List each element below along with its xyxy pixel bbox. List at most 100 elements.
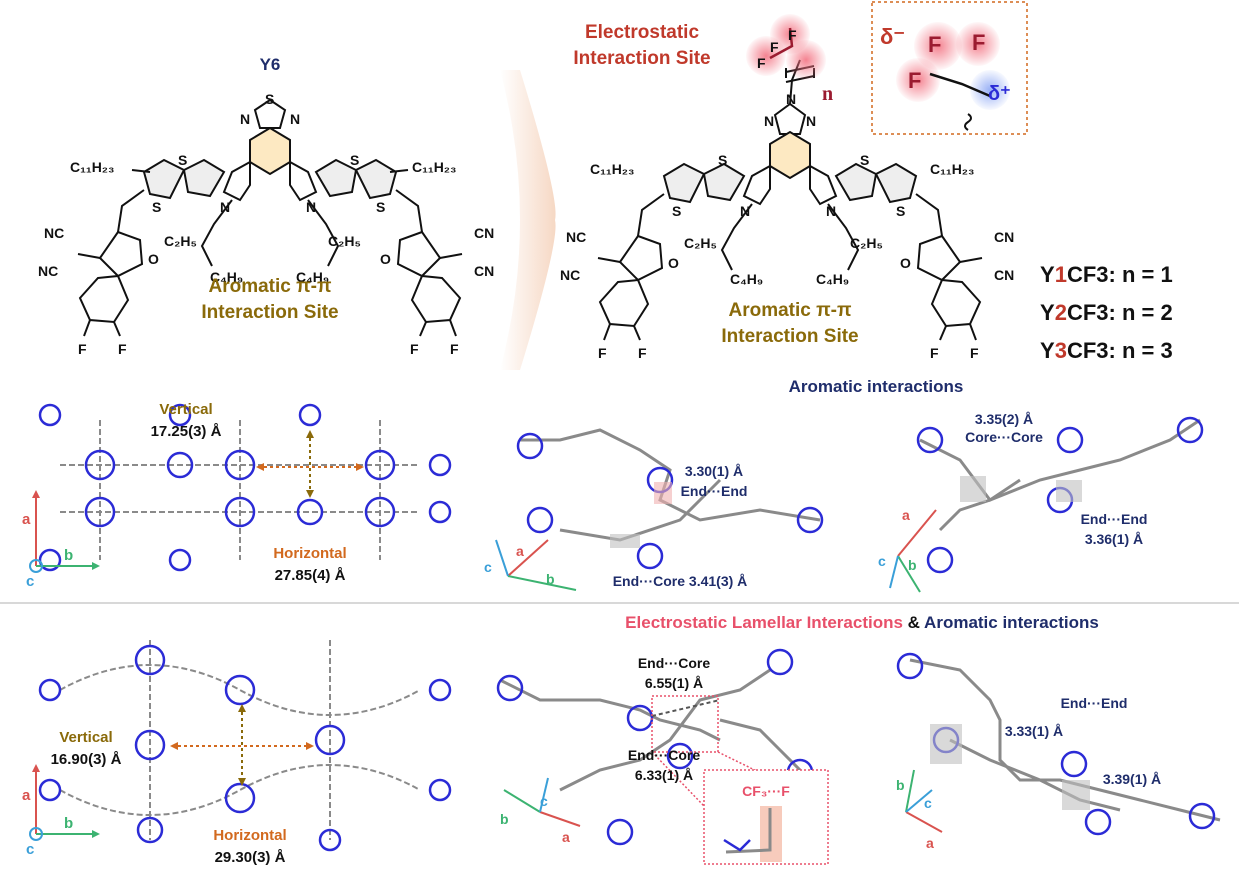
label-butyl-left: C₄H₉ [210,269,243,285]
atom-f: F [788,27,797,43]
atom-s: S [376,199,385,215]
label-ethyl-right: C₂H₅ [328,233,361,249]
axis-a: a [22,787,31,804]
d2-text: End···Core 3.41(3) Å [613,573,748,589]
atom-n: N [826,203,836,219]
atom-n: N [764,113,774,129]
atom-s: S [152,199,161,215]
variant-y2: Y2CF3: n = 2 [1040,300,1173,325]
atom-f: F [770,39,779,55]
axis-c: c [924,795,932,811]
label-f: F [410,341,419,357]
atom-n: N [306,199,316,215]
ycf3-packing-lattice [59,640,421,840]
top-section: Y6 [38,1,1173,370]
e1-label: End···Core [638,655,711,671]
label-ethyl-left: C₂H₅ [164,233,197,249]
f2-value: 3.39(1) Å [1103,771,1161,787]
stack-panel-2 [916,416,1204,574]
ycf3-packing-nodes [38,644,452,852]
ycf3-structure [597,59,983,341]
d3-label: Core···Core [965,429,1043,445]
dipole-f2: F [972,30,985,55]
axis-c: c [484,559,492,575]
label-o-right: O [380,251,391,267]
atom-n: N [806,113,816,129]
d4-label: End···End [1081,511,1148,527]
ycf3-atom-labels: F F F N N N S S S S N N C₁₁H₂₃ C₁₁H₂₃ C₂… [560,27,1014,361]
atom-f: F [757,55,766,71]
inset-label: CF₃···F [742,783,790,799]
axis-c: c [26,573,34,590]
horizontal-label: Horizontal [213,827,286,844]
label-nc-bottom-left: NC [560,267,580,283]
axis-b: b [896,777,905,793]
lattice-arrows [256,430,364,498]
stack-panel-1 [516,428,824,570]
label-o-right: O [900,255,911,271]
variant-y1: Y1CF3: n = 1 [1040,262,1173,287]
label-f: F [970,345,979,361]
atom-n: N [740,203,750,219]
vertical-value: 17.25(3) Å [151,423,222,440]
label-f: F [450,341,459,357]
axis-b: b [64,815,73,832]
axis-b: b [546,571,555,587]
bottom-section: Electrostatic Lamellar Interactions & Ar… [22,613,1221,866]
lattice-arrows-bottom [170,704,314,786]
atom-n: N [786,91,796,107]
label-f: F [78,341,87,357]
atom-s: S [718,152,727,168]
middle-section-title: Aromatic interactions [789,377,964,396]
aromatic-label-left-2: Interaction Site [201,302,338,323]
lamellar-panel [896,652,1221,836]
dipole-f1: F [928,32,941,57]
axes-y6: a b c [22,490,100,590]
axis-c: c [540,793,548,809]
horizontal-value: 29.30(3) Å [215,849,286,866]
label-nc-top-left: NC [566,229,586,245]
vertical-label: Vertical [159,401,212,418]
atom-n: N [290,111,300,127]
atom-s: S [860,152,869,168]
axes-panel-1: a b c [484,539,577,591]
axis-b: b [64,547,73,564]
e2-label: End···Core [628,747,701,763]
y6-atom-labels: N S N S S S S N N C₁₁H₂₃ C₁₁H₂₃ C₂H₅ C₂H… [38,91,494,357]
axes-panel-3: a b c [500,777,581,845]
label-nc-bottom-left: NC [38,263,58,279]
label-ethyl-left: C₂H₅ [684,235,717,251]
axis-a: a [562,829,570,845]
atom-n: N [220,199,230,215]
electrostatic-label-1: Electrostatic [585,22,699,43]
atom-s: S [672,203,681,219]
label-cn-top-right: CN [994,229,1014,245]
label-ethyl-right: C₂H₅ [850,235,883,251]
atom-s: S [350,152,359,168]
variant-list: Y1CF3: n = 1 Y2CF3: n = 2 Y3CF3: n = 3 [1040,262,1173,363]
d1-value: 3.30(1) Å [685,463,743,479]
label-f: F [598,345,607,361]
transition-arrow [500,70,556,370]
label-c11-left: C₁₁H₂₃ [590,161,635,177]
axis-a: a [516,543,524,559]
label-o-left: O [148,251,159,267]
e2-value: 6.33(1) Å [635,767,693,783]
y6-packing-lattice [60,420,420,560]
axis-b: b [908,557,917,573]
label-butyl-left: C₄H₉ [730,271,763,287]
axis-a: a [22,511,31,528]
label-butyl-right: C₄H₉ [816,271,849,287]
label-c11-right: C₁₁H₂₃ [412,159,457,175]
atom-s: S [265,91,274,107]
y6-title: Y6 [260,55,281,74]
vertical-value: 16.90(3) Å [51,751,122,768]
aromatic-label-right-1: Aromatic π-π [728,300,852,321]
delta-plus: δ⁺ [988,83,1011,105]
d3-value: 3.35(2) Å [975,411,1033,427]
label-f: F [638,345,647,361]
axis-a: a [902,507,910,523]
variant-y3: Y3CF3: n = 3 [1040,338,1173,363]
y6-packing-nodes [38,403,452,572]
